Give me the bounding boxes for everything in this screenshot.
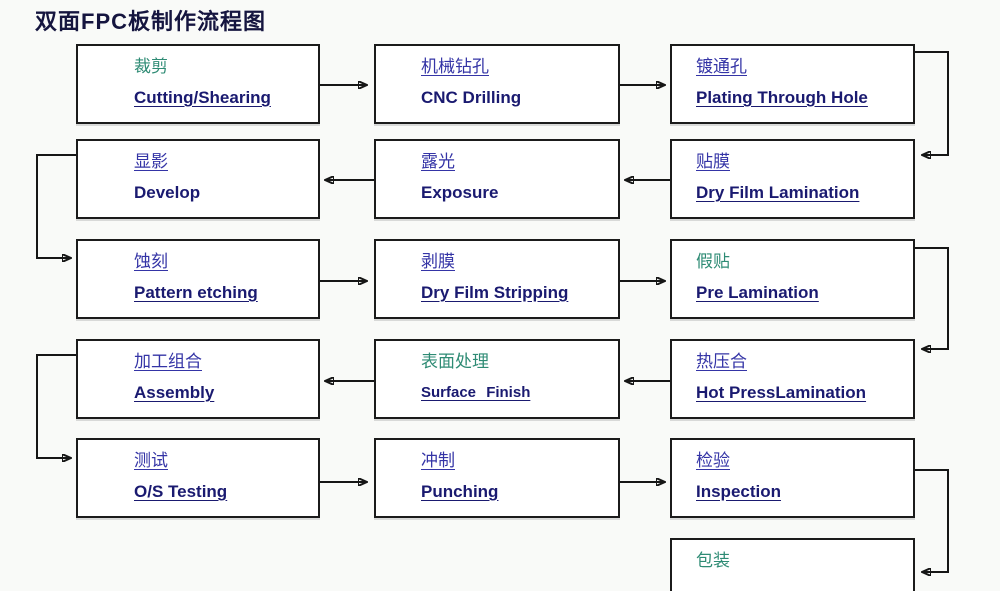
node-assembly: 加工组合 Assembly — [76, 339, 320, 419]
node-punching: 冲制 Punching — [374, 438, 620, 518]
node-dry-film-stripping: 剥膜 Dry Film Stripping — [374, 239, 620, 319]
node-label-zh: 显影 — [134, 152, 168, 171]
arrow-inspection-to-packing — [915, 469, 949, 572]
node-develop: 显影 Develop — [76, 139, 320, 219]
node-cnc-drilling: 机械钻孔 CNC Drilling — [374, 44, 620, 124]
node-label-zh: 机械钻孔 — [421, 57, 489, 76]
node-label-en: Dry Film Stripping — [421, 283, 569, 302]
node-hot-press-lamination: 热压合 Hot PressLamination — [670, 339, 915, 419]
node-os-testing: 测试 O/S Testing — [76, 438, 320, 518]
node-label-en: Pre Lamination — [696, 283, 819, 302]
node-inspection: 检验 Inspection — [670, 438, 915, 518]
node-label-en: Pattern etching — [134, 283, 258, 302]
arrow-develop-to-etching — [36, 154, 76, 258]
node-label-en: Plating Through Hole — [696, 88, 868, 107]
node-label-en: Cutting/Shearing — [134, 88, 271, 107]
node-label-zh: 表面处理 — [421, 352, 489, 371]
node-packing: 包装 — [670, 538, 915, 591]
node-label-en: Punching — [421, 482, 499, 501]
arrow-assembly-to-testing — [36, 354, 76, 458]
node-pattern-etching: 蚀刻 Pattern etching — [76, 239, 320, 319]
node-label-en: Hot PressLamination — [696, 383, 867, 402]
arrow-plating-to-dryfilm — [915, 51, 949, 155]
node-label-en: Dry Film Lamination — [696, 183, 860, 202]
node-label-en: Develop — [134, 183, 201, 202]
node-label-zh: 蚀刻 — [134, 252, 168, 271]
node-cutting-shearing: 裁剪 Cutting/Shearing — [76, 44, 320, 124]
node-label-en: Assembly — [134, 383, 215, 402]
node-label-zh: 假贴 — [696, 252, 730, 271]
node-label-zh: 加工组合 — [134, 352, 202, 371]
node-label-zh: 剥膜 — [421, 252, 455, 271]
node-label-zh: 测试 — [134, 451, 168, 470]
node-label-zh: 检验 — [696, 451, 730, 470]
node-label-zh: 包装 — [696, 551, 730, 570]
node-label-en: Exposure — [421, 183, 499, 202]
node-exposure: 露光 Exposure — [374, 139, 620, 219]
node-label-en: Inspection — [696, 482, 782, 501]
node-label-zh: 热压合 — [696, 352, 747, 371]
node-label-zh: 镀通孔 — [696, 57, 747, 76]
node-label-en: Surface Finish — [421, 384, 531, 401]
node-plating-through-hole: 镀通孔 Plating Through Hole — [670, 44, 915, 124]
node-label-en: O/S Testing — [134, 482, 228, 501]
node-label-zh: 冲制 — [421, 451, 455, 470]
node-dry-film-lamination: 贴膜 Dry Film Lamination — [670, 139, 915, 219]
node-label-zh: 裁剪 — [134, 57, 168, 76]
node-surface-finish: 表面处理 Surface Finish — [374, 339, 620, 419]
node-label-zh: 露光 — [421, 152, 455, 171]
arrow-prelamination-to-hotpress — [915, 247, 949, 349]
page-title: 双面FPC板制作流程图 — [35, 9, 267, 34]
node-pre-lamination: 假贴 Pre Lamination — [670, 239, 915, 319]
node-label-zh: 贴膜 — [696, 152, 730, 171]
node-label-en: CNC Drilling — [421, 88, 522, 107]
